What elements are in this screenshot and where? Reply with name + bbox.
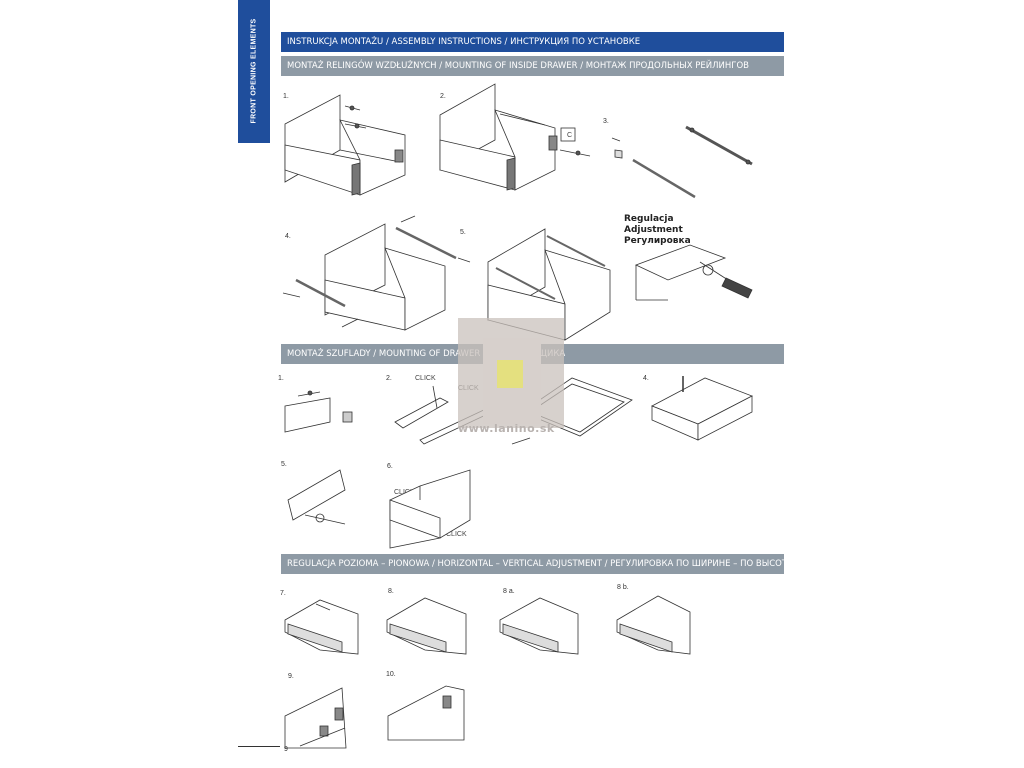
step-number: 2. [386,375,392,382]
illustration-s3-step7 [284,599,359,655]
title-bar: INSTRUKCJA MONTAŻU / ASSEMBLY INSTRUCTIO… [281,32,784,52]
step-number: 7. [280,590,286,597]
step-number: 2. [440,93,446,100]
watermark-text: www.lanino.sk [458,422,555,435]
step-number: 4. [285,233,291,240]
illustration-s3-step8b [616,595,691,655]
illustration-s2-step5 [287,469,346,525]
adjustment-label-pl: Regulacja [624,214,674,224]
illustration-step1-drawer [284,94,406,196]
adjustment-label-en: Adjustment [624,225,683,235]
click-label: CLICK [415,375,436,382]
illustration-step4-drawer [282,215,471,331]
adjustment-label-ru: Регулировка [624,236,691,246]
illustration-s3-step8a [499,597,579,655]
label-c: C [567,132,573,139]
illustration-s3-step10 [387,685,465,741]
section-header-adjustment: REGULACJA POZIOMA – PIONOWA / HORIZONTAL… [281,554,784,574]
step-number: 8 b. [617,584,629,591]
click-label: CLICK [446,531,467,538]
step-number: 1. [283,93,289,100]
step-number: 5. [281,461,287,468]
illustration-s3-step8 [386,597,467,655]
step-number: 10. [386,671,396,678]
page-number: 9 [284,746,288,753]
click-label: CLICK [394,489,415,496]
illustration-adjustment [634,244,753,301]
adjustment-label: Regulacja Adjustment Регулировка [624,214,691,247]
step-number: 6. [387,463,393,470]
watermark-accent [497,360,523,388]
illustration-s2-step6 [389,469,471,549]
step-number: 4. [643,375,649,382]
step-number: 1. [278,375,284,382]
illustration-s2-step1 [284,390,353,433]
step-number: 5. [460,229,466,236]
illustration-step3-rods [611,125,753,199]
step-number: 8 a. [503,588,515,595]
illustration-s3-step9 [284,687,347,749]
section-header-rails: MONTAŻ RELINGÓW WZDŁUŻNYCH / MOUNTING OF… [281,56,784,76]
side-tab: FRONT OPENING ELEMENTS [238,0,270,143]
step-number: 8. [388,588,394,595]
footer-rule [238,746,280,747]
step-number: 3. [603,118,609,125]
step-number: 9. [288,673,294,680]
illustration-step2-drawer [439,83,591,191]
illustration-s2-step4 [651,376,753,441]
